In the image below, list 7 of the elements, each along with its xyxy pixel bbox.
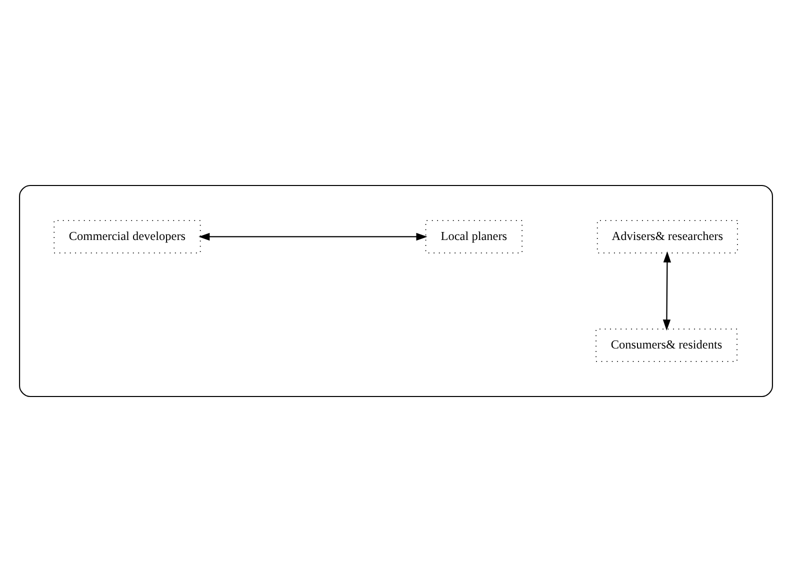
arrow (198, 232, 428, 240)
node-box: Commercial developers (54, 220, 201, 253)
node-box: Advisers& researchers (596, 220, 738, 253)
arrow (662, 250, 672, 330)
node-box: Local planers (425, 220, 522, 253)
cluster (19, 184, 773, 397)
node-box: Consumers& residents (596, 328, 738, 362)
